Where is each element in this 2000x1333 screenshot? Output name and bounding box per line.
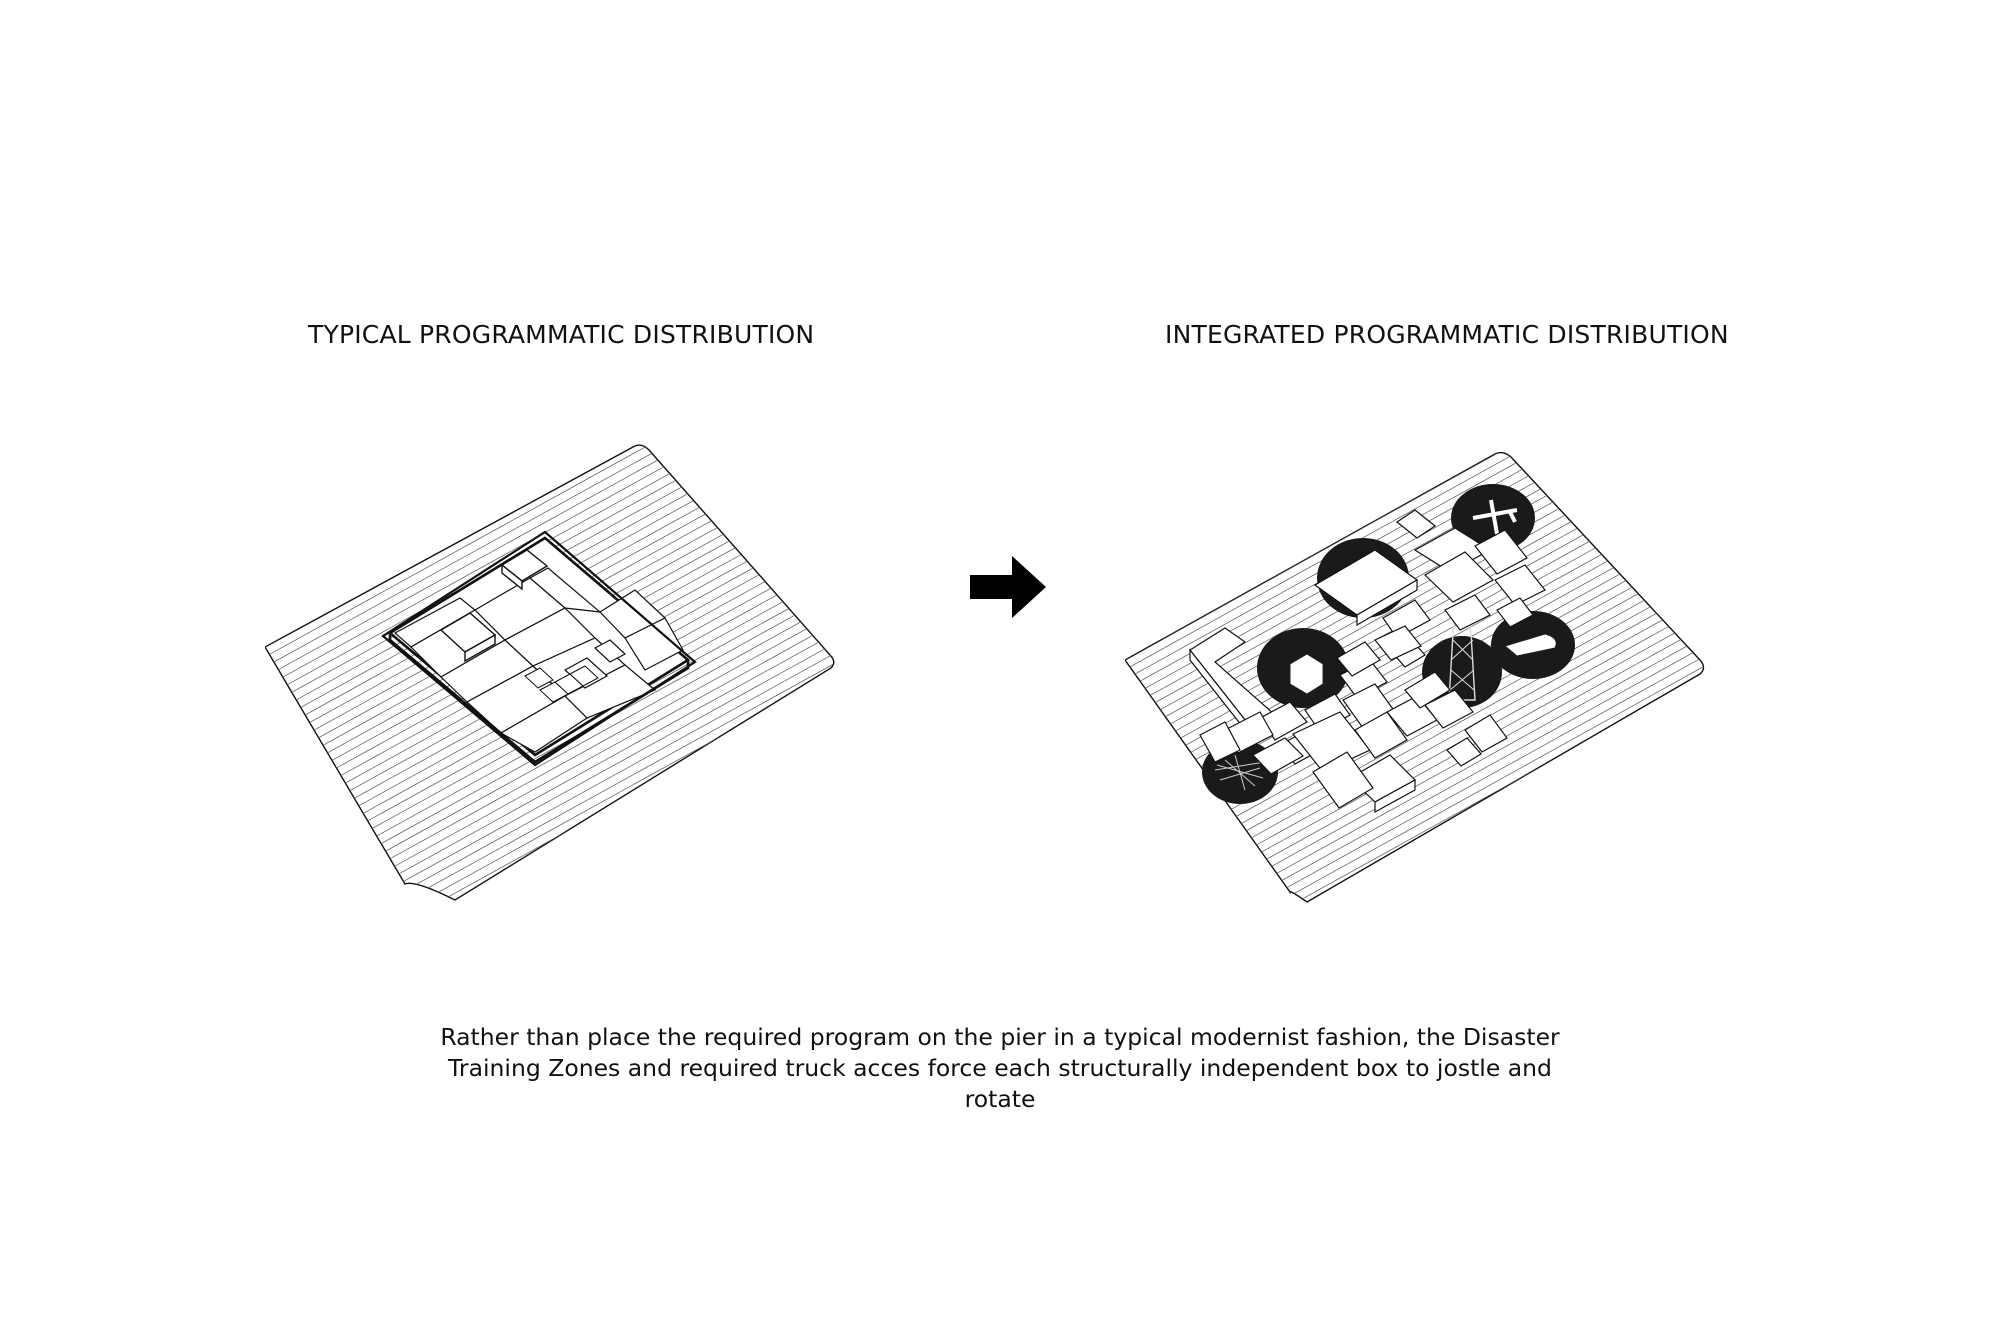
integrated-distribution-diagram <box>1123 450 1725 910</box>
debris-icon <box>1214 754 1266 791</box>
plane-icon <box>1472 499 1518 535</box>
caption-line-3: rotate <box>964 1085 1036 1113</box>
typical-distribution-diagram <box>264 440 855 910</box>
diagram-caption: Rather than place the required program o… <box>400 1022 1600 1115</box>
stacked-building-icon <box>1289 653 1324 695</box>
programmatic-block-left <box>381 530 697 767</box>
training-zone-collapse <box>1257 628 1349 708</box>
training-zone-plane <box>1451 484 1535 552</box>
caption-line-1: Rather than place the required program o… <box>440 1023 1560 1051</box>
boat-icon <box>1503 633 1557 657</box>
caption-line-2: Training Zones and required truck acces … <box>448 1054 1552 1082</box>
training-zone-boat <box>1491 611 1575 679</box>
right-arrow-icon <box>970 556 1046 618</box>
integrated-distribution-title: INTEGRATED PROGRAMMATIC DISTRIBUTION <box>1165 320 1729 349</box>
typical-distribution-title: TYPICAL PROGRAMMATIC DISTRIBUTION <box>308 320 815 349</box>
program-boxes <box>1189 509 1546 814</box>
